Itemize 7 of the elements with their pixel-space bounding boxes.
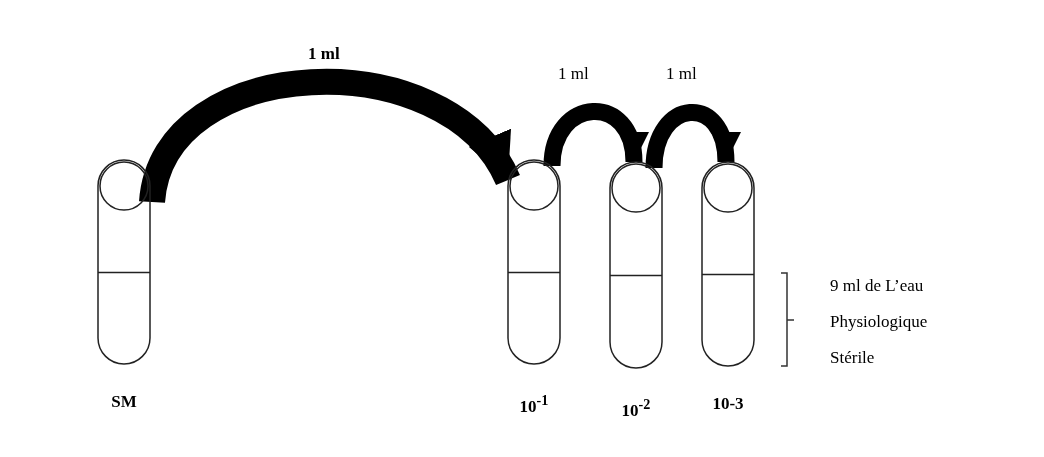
tube-label: SM [111,392,137,412]
curved-arrow [543,103,646,167]
curved-arrow [645,104,739,169]
tube-label: 10$^{-2}$ [621,396,651,421]
tube-label: 10-3 [712,394,744,414]
note-text: 9 ml de L’eau Physiologique Stérile [830,275,929,369]
tube-label: 10$^{-1}$ [519,392,549,417]
